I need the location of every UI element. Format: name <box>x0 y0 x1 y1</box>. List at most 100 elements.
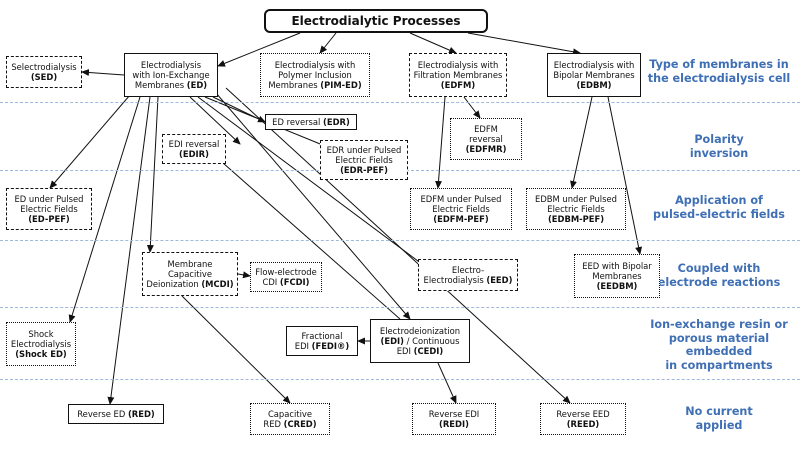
connector-arrow <box>215 92 411 320</box>
node-line: Electrodialysis with <box>274 60 356 70</box>
node-line: EDI (CEDI) <box>396 346 444 356</box>
node-line: EDR under Pulsed <box>326 145 402 155</box>
row-label-pulsed-fields: Application of pulsed-electric fields <box>653 194 785 221</box>
node-line: Bipolar Membranes <box>553 70 635 80</box>
node-line: (EDBM-PEF) <box>547 214 605 224</box>
node-text: Selectrodialysis(SED) <box>11 62 76 82</box>
connector-arrow <box>467 32 581 56</box>
node-line: (EDBM) <box>576 80 612 90</box>
connector-arrow <box>607 96 643 255</box>
node-line: Electric Fields <box>335 155 393 165</box>
node-line: Membranes (PIM-ED) <box>268 80 362 90</box>
node-line: Filtration Membranes <box>413 70 503 80</box>
node-line: Deionization (MCDI) <box>146 279 234 289</box>
node-line: Selectrodialysis <box>11 62 77 72</box>
node-redi: Reverse EDI(REDI) <box>412 403 496 435</box>
node-electrodialytic-processes: Electrodialytic Processes <box>264 9 488 33</box>
node-line: EDFM <box>474 124 498 134</box>
node-line: Flow-electrode <box>255 267 317 277</box>
node-line: Electrodeionization <box>379 326 461 336</box>
node-line: (EDR-PEF) <box>340 165 388 175</box>
connector-arrow <box>437 362 457 404</box>
row-separator <box>0 379 800 380</box>
node-text: ED reversal (EDR) <box>272 117 350 127</box>
connector-arrow <box>205 147 401 320</box>
node-text: Electrodialytic Processes <box>291 15 460 27</box>
node-edr: ED reversal (EDR) <box>265 114 357 130</box>
connector-arrow <box>197 96 431 271</box>
node-line: (EEDBM) <box>596 281 638 291</box>
row-separator <box>0 240 800 241</box>
node-line: EDI (FEDI®) <box>294 341 350 351</box>
node-line: reversal <box>469 134 503 144</box>
row-label-polarity-inversion: Polarity inversion <box>689 133 749 160</box>
node-line: Membranes (ED) <box>134 80 208 90</box>
node-line: RED (CRED) <box>263 419 317 429</box>
node-line: Reverse ED (RED) <box>77 409 155 419</box>
node-line: Polymer Inclusion <box>278 70 352 80</box>
node-line: with Ion-Exchange <box>132 70 210 80</box>
node-line: EDBM under Pulsed <box>535 194 617 204</box>
connector-arrow <box>570 96 593 189</box>
node-sed: Selectrodialysis(SED) <box>6 56 82 88</box>
node-line: (EDFM-PEF) <box>433 214 489 224</box>
node-line: (REED) <box>566 419 600 429</box>
row-label-electrode-reactions: Coupled with electrode reactions <box>657 262 781 289</box>
node-line: (EDI) / Continuous <box>380 336 460 346</box>
row-label-resin-embedded: Ion-exchange resin or porous material em… <box>650 318 788 372</box>
connector-arrow <box>409 32 457 54</box>
node-line: Electrodialysis <box>140 60 202 70</box>
row-separator <box>0 102 800 103</box>
node-line: (EDIR) <box>179 149 209 159</box>
connector-arrow <box>189 96 241 145</box>
node-text: Reverse EDI(REDI) <box>429 409 480 429</box>
node-line: Fractional <box>301 331 343 341</box>
connector-arrow <box>49 94 131 189</box>
node-line: (REDI) <box>439 419 469 429</box>
node-line: ED under Pulsed <box>14 194 84 204</box>
node-line: Membrane <box>167 259 213 269</box>
node-line: Electrodialysis with <box>553 60 635 70</box>
node-line: Reverse EDI <box>428 409 480 419</box>
row-label-membrane-type: Type of membranes in the electrodialysis… <box>647 58 791 85</box>
node-text: Electro-Electrodialysis (EED) <box>424 265 513 285</box>
node-line: (EDFM) <box>440 80 476 90</box>
node-line: EED with Bipolar <box>582 261 652 271</box>
connector-arrow <box>225 87 571 404</box>
node-line: CDI (FCDI) <box>262 277 310 287</box>
connector-arrow <box>217 32 301 67</box>
node-line: Electrodialysis <box>10 339 72 349</box>
connector-arrow <box>81 69 125 76</box>
node-line: (EDFMR) <box>465 144 507 154</box>
node-line: Shock <box>28 329 54 339</box>
connector-arrow <box>237 271 251 279</box>
node-line: EDI reversal <box>168 139 220 149</box>
row-label-no-current: No current applied <box>685 405 753 432</box>
node-line: Membranes <box>592 271 642 281</box>
node-line: (Shock ED) <box>15 349 67 359</box>
connector-arrow <box>319 32 337 54</box>
